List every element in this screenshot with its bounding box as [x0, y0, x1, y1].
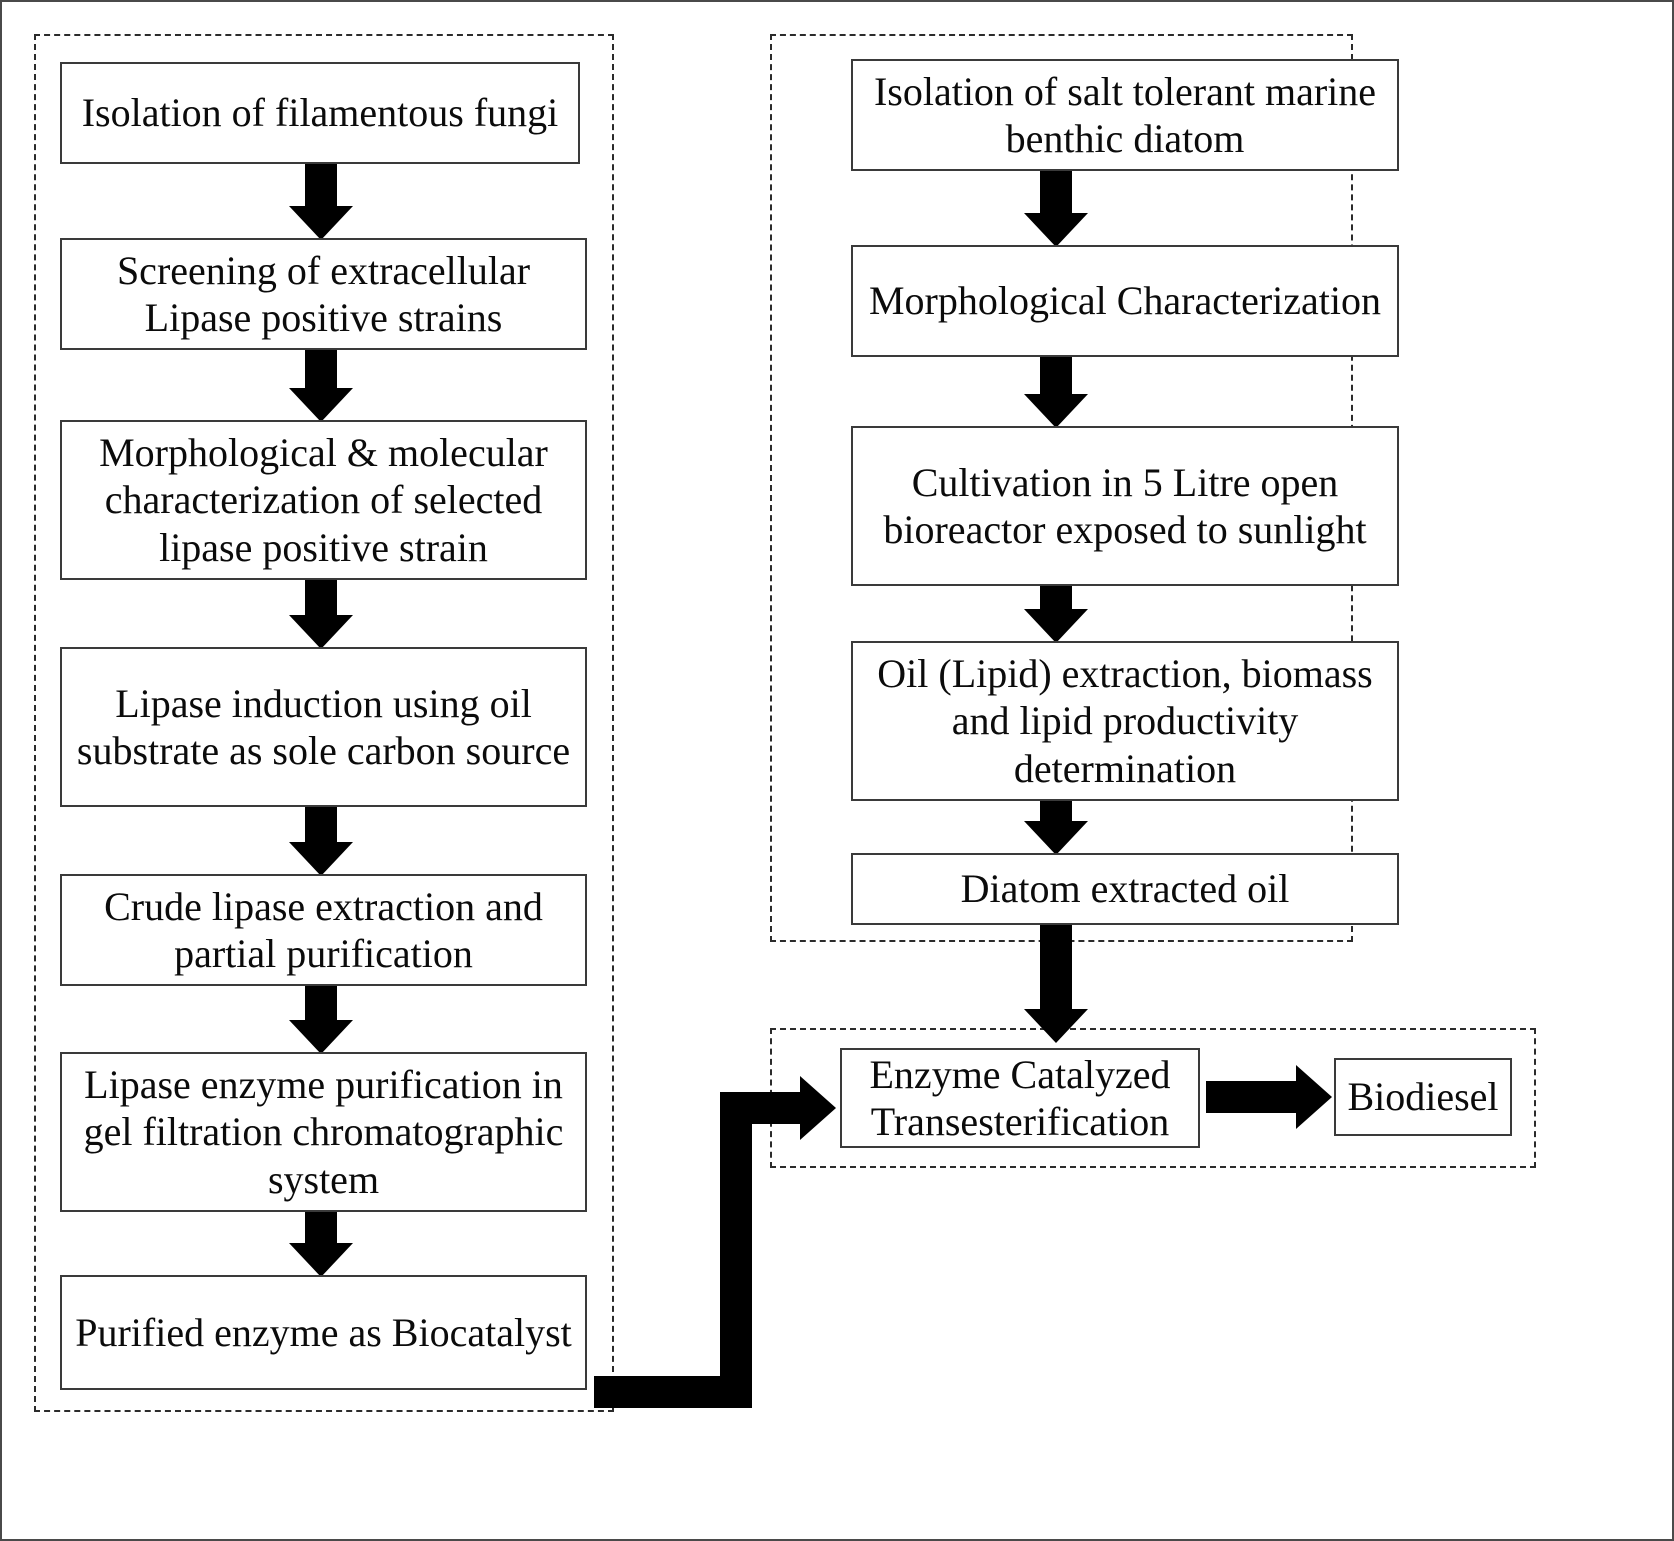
arrow-shaft	[305, 162, 337, 208]
node-lipase-enzyme-purification[interactable]: Lipase enzyme purification in gel filtra…	[60, 1052, 587, 1212]
node-enzyme-catalyzed-transesterification[interactable]: Enzyme Catalyzed Transesterification	[840, 1048, 1200, 1148]
node-morphological-molecular-characterization[interactable]: Morphological & molecular characterizati…	[60, 420, 587, 580]
arrow-shaft	[305, 348, 337, 390]
node-crude-lipase-extraction[interactable]: Crude lipase extraction and partial puri…	[60, 874, 587, 986]
arrow-head	[1024, 1009, 1088, 1043]
node-label: Lipase induction using oil substrate as …	[76, 680, 571, 773]
node-label: Oil (Lipid) extraction, biomass and lipi…	[877, 651, 1373, 791]
node-label: Isolation of salt tolerant marine benthi…	[873, 68, 1377, 161]
arrow-morphological-to-cultivation	[1024, 355, 1088, 428]
arrow-head	[289, 842, 353, 876]
group-fungal-lipase	[34, 34, 614, 1412]
arrow-head	[1024, 609, 1088, 643]
arrow-screening-to-characterization	[289, 348, 353, 422]
arrow-head	[1024, 394, 1088, 428]
node-biodiesel[interactable]: Biodiesel	[1334, 1058, 1512, 1136]
arrow-head	[289, 615, 353, 649]
node-label: Lipase enzyme purification in gel filtra…	[83, 1062, 564, 1202]
node-label: Biodiesel	[1347, 1074, 1499, 1120]
arrow-fungi-to-screening	[289, 162, 353, 240]
arrow-purification-to-purified-enzyme	[289, 1210, 353, 1277]
node-lipase-induction[interactable]: Lipase induction using oil substrate as …	[60, 647, 587, 807]
node-label: Morphological Characterization	[868, 278, 1382, 324]
node-label: Purified enzyme as Biocatalyst	[75, 1309, 572, 1355]
arrow-head	[1024, 213, 1088, 247]
node-label: Diatom extracted oil	[960, 866, 1290, 912]
node-label: Cultivation in 5 Litre open bioreactor e…	[883, 459, 1367, 552]
arrow-crude-extraction-to-purification	[289, 984, 353, 1054]
arrow-purified-enzyme-to-transesterification	[586, 1058, 842, 1408]
arrow-diatom-oil-to-transesterification	[1024, 923, 1088, 1043]
elbow-bottom-segment	[594, 1376, 752, 1408]
arrow-shaft	[1040, 799, 1072, 823]
arrow-diatom-to-morphological	[1024, 169, 1088, 247]
node-oil-lipid-extraction[interactable]: Oil (Lipid) extraction, biomass and lipi…	[851, 641, 1399, 801]
node-isolation-filamentous-fungi[interactable]: Isolation of filamentous fungi	[60, 62, 580, 164]
arrow-shaft	[305, 984, 337, 1022]
arrow-shaft	[1040, 584, 1072, 612]
node-diatom-extracted-oil[interactable]: Diatom extracted oil	[851, 853, 1399, 925]
arrow-head	[289, 1020, 353, 1054]
arrow-head	[289, 206, 353, 240]
arrow-head	[800, 1076, 836, 1140]
arrow-head	[289, 1243, 353, 1277]
node-cultivation-bioreactor[interactable]: Cultivation in 5 Litre open bioreactor e…	[851, 426, 1399, 586]
arrow-induction-to-crude-extraction	[289, 805, 353, 876]
arrow-shaft	[1040, 923, 1072, 1011]
arrow-head	[1296, 1065, 1332, 1129]
arrow-head	[289, 388, 353, 422]
arrow-shaft	[305, 1210, 337, 1245]
node-morphological-characterization[interactable]: Morphological Characterization	[851, 245, 1399, 357]
arrow-head	[1024, 821, 1088, 855]
node-isolation-salt-tolerant-diatom[interactable]: Isolation of salt tolerant marine benthi…	[851, 59, 1399, 171]
elbow-top-segment	[720, 1092, 800, 1124]
node-screening-lipase-positive[interactable]: Screening of extracellular Lipase positi…	[60, 238, 587, 350]
arrow-oil-extraction-to-diatom-oil	[1024, 799, 1088, 855]
arrow-transesterification-to-biodiesel	[1206, 1064, 1332, 1130]
arrow-shaft	[305, 578, 337, 617]
arrow-shaft	[1040, 355, 1072, 396]
node-label: Isolation of filamentous fungi	[81, 90, 559, 136]
arrow-shaft	[305, 805, 337, 844]
arrow-shaft	[1040, 169, 1072, 215]
node-purified-enzyme-biocatalyst[interactable]: Purified enzyme as Biocatalyst	[60, 1275, 587, 1390]
arrow-characterization-to-induction	[289, 578, 353, 649]
arrow-cultivation-to-oil-extraction	[1024, 584, 1088, 643]
node-label: Crude lipase extraction and partial puri…	[104, 883, 543, 976]
elbow-vertical-segment	[720, 1092, 752, 1408]
node-label: Screening of extracellular Lipase positi…	[116, 247, 531, 340]
node-label: Enzyme Catalyzed Transesterification	[869, 1051, 1171, 1144]
arrow-shaft	[1206, 1081, 1296, 1113]
node-label: Morphological & molecular characterizati…	[99, 430, 548, 570]
